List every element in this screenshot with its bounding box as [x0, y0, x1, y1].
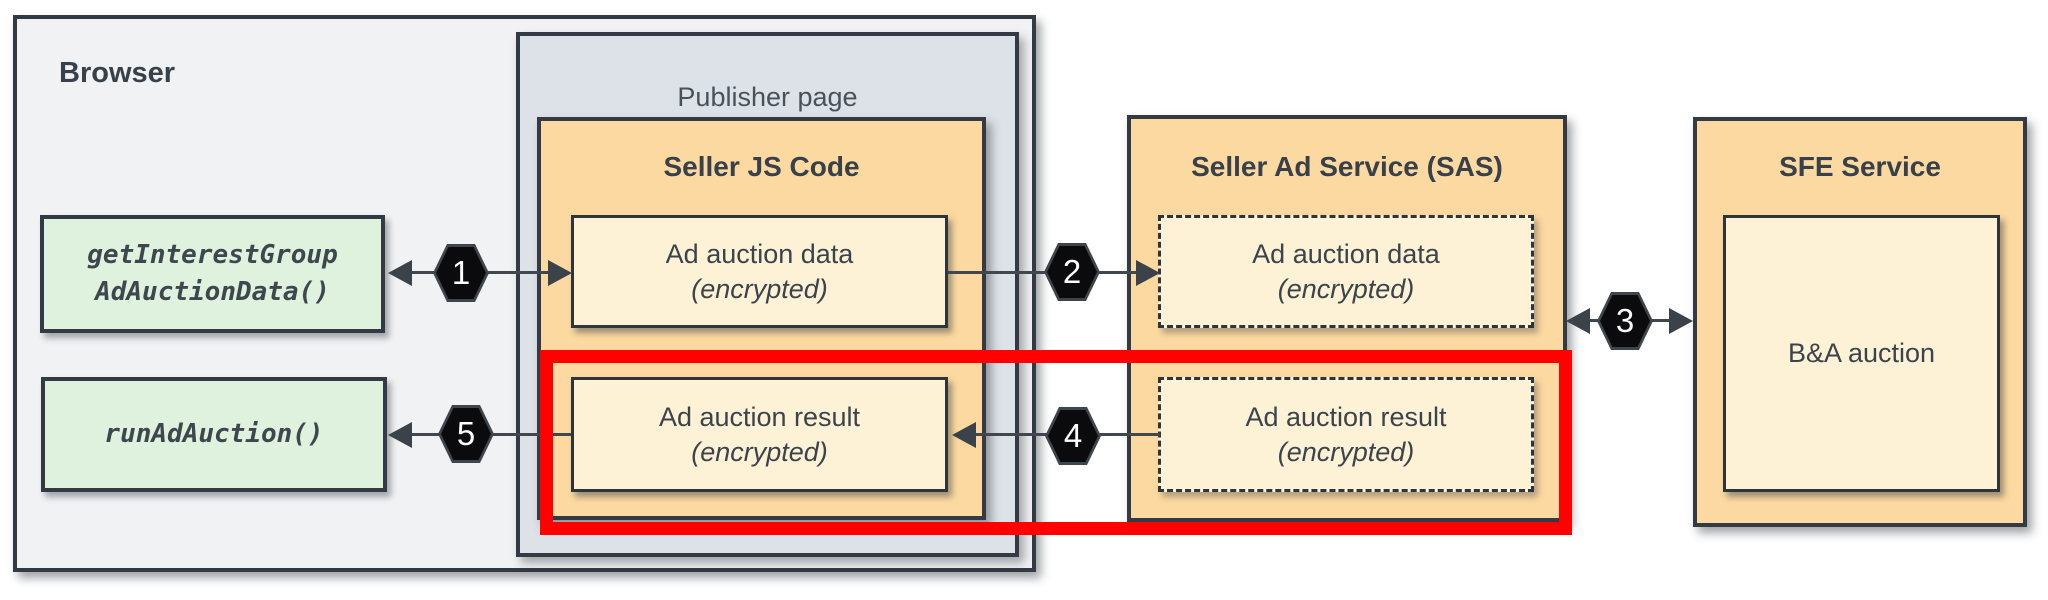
arrowhead-left-icon	[388, 422, 412, 448]
publisher-page-title: Publisher page	[677, 82, 858, 112]
sas-ad-auction-result-encrypted-label: (encrypted)	[1277, 436, 1415, 467]
sfe-title: SFE Service	[1779, 151, 1941, 182]
arrow-line-step2	[948, 271, 1140, 274]
get-interest-group-box: getInterestGroup AdAuctionData()	[40, 215, 385, 333]
step-1-badge: 1	[433, 244, 489, 302]
ba-auction-label: B&A auction	[1787, 338, 1936, 368]
step-5-badge: 5	[438, 405, 494, 463]
step-3-number: 3	[1600, 295, 1650, 347]
sas-ad-auction-data-label: Ad auction data	[1252, 238, 1440, 269]
sas-title: Seller Ad Service (SAS)	[1191, 151, 1503, 182]
step-5-number: 5	[441, 408, 491, 460]
arrowhead-left-icon	[388, 260, 412, 286]
step-1-number: 1	[436, 247, 486, 299]
js-ad-auction-data-label: Ad auction data	[665, 238, 854, 269]
get-interest-group-line1: getInterestGroup	[87, 240, 338, 270]
js-ad-auction-result-encrypted-label: (encrypted)	[691, 436, 828, 467]
step-4-number: 4	[1048, 410, 1098, 462]
run-ad-auction-box: runAdAuction()	[41, 377, 387, 492]
arrowhead-right-icon	[1136, 260, 1160, 286]
js-ad-auction-result-label: Ad auction result	[658, 401, 861, 432]
step-2-number: 2	[1047, 246, 1097, 298]
ba-auction-box: B&A auction	[1723, 215, 2000, 492]
arrowhead-left-icon	[1566, 308, 1590, 334]
step-4-badge: 4	[1045, 407, 1101, 465]
seller-js-title: Seller JS Code	[663, 151, 860, 182]
run-ad-auction-label: runAdAuction()	[104, 419, 324, 449]
result-flow-highlight-box	[540, 350, 1572, 535]
sas-ad-auction-result-box: Ad auction result (encrypted)	[1158, 377, 1534, 492]
sas-ad-auction-data-box: Ad auction data (encrypted)	[1158, 215, 1534, 328]
arrowhead-right-icon	[1669, 308, 1693, 334]
arrowhead-right-icon	[548, 260, 572, 286]
sas-ad-auction-data-encrypted-label: (encrypted)	[1277, 273, 1415, 304]
js-ad-auction-data-box: Ad auction data (encrypted)	[571, 215, 948, 328]
arrowhead-left-icon	[952, 422, 976, 448]
step-2-badge: 2	[1044, 243, 1100, 301]
get-interest-group-line2: AdAuctionData()	[95, 277, 330, 307]
step-3-badge: 3	[1597, 292, 1653, 350]
js-ad-auction-result-box: Ad auction result (encrypted)	[571, 377, 948, 492]
sas-ad-auction-result-label: Ad auction result	[1245, 401, 1447, 432]
browser-title: Browser	[59, 57, 176, 89]
js-ad-auction-data-encrypted-label: (encrypted)	[691, 273, 828, 304]
